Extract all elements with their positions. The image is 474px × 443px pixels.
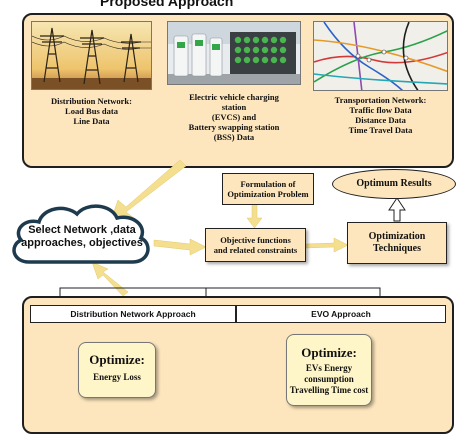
page-title: Proposed Approach <box>100 0 234 9</box>
distribution-optimize-items: Energy Loss <box>93 372 141 382</box>
distribution-optimize-title: Optimize: <box>89 352 145 367</box>
objective-functions-box: Objective functions and related constrai… <box>205 228 306 262</box>
evo-optimize-title: Optimize: <box>301 345 357 360</box>
transportation-map-image <box>313 21 448 91</box>
evcs-bss-label: Electric vehicle charging station (EVCS)… <box>188 92 280 142</box>
formulation-box: Formulation of Optimization Problem <box>222 173 314 205</box>
cloud-shape <box>12 204 150 264</box>
techniques-to-optimum-arrow <box>388 197 406 222</box>
transportation-network-label: Transportation Network: Traffic flow Dat… <box>334 95 427 135</box>
cloud-label: Select Network ,data approaches, objecti… <box>21 224 143 249</box>
distribution-network-label: Distribution Network: Load Bus data Line… <box>51 96 132 126</box>
ev-charging-stations-image <box>167 21 301 85</box>
formulation-to-objective-arrow <box>246 203 263 229</box>
evo-optimize-items: EVs Energy consumption Travelling Time c… <box>289 363 369 395</box>
optimization-techniques-box: Optimization Techniques <box>347 222 447 264</box>
distribution-approach-header: Distribution Network Approach <box>30 305 236 323</box>
distribution-optimize-box: Optimize: Energy Loss <box>78 342 156 398</box>
objective-to-techniques-arrow <box>305 237 349 253</box>
optimum-results-ellipse: Optimum Results <box>332 169 456 199</box>
power-transmission-towers-image <box>31 21 152 90</box>
cloud-to-objective-arrow <box>153 238 207 256</box>
evo-optimize-box: Optimize: EVs Energy consumption Travell… <box>286 334 372 406</box>
evo-approach-header: EVO Approach <box>236 305 446 323</box>
